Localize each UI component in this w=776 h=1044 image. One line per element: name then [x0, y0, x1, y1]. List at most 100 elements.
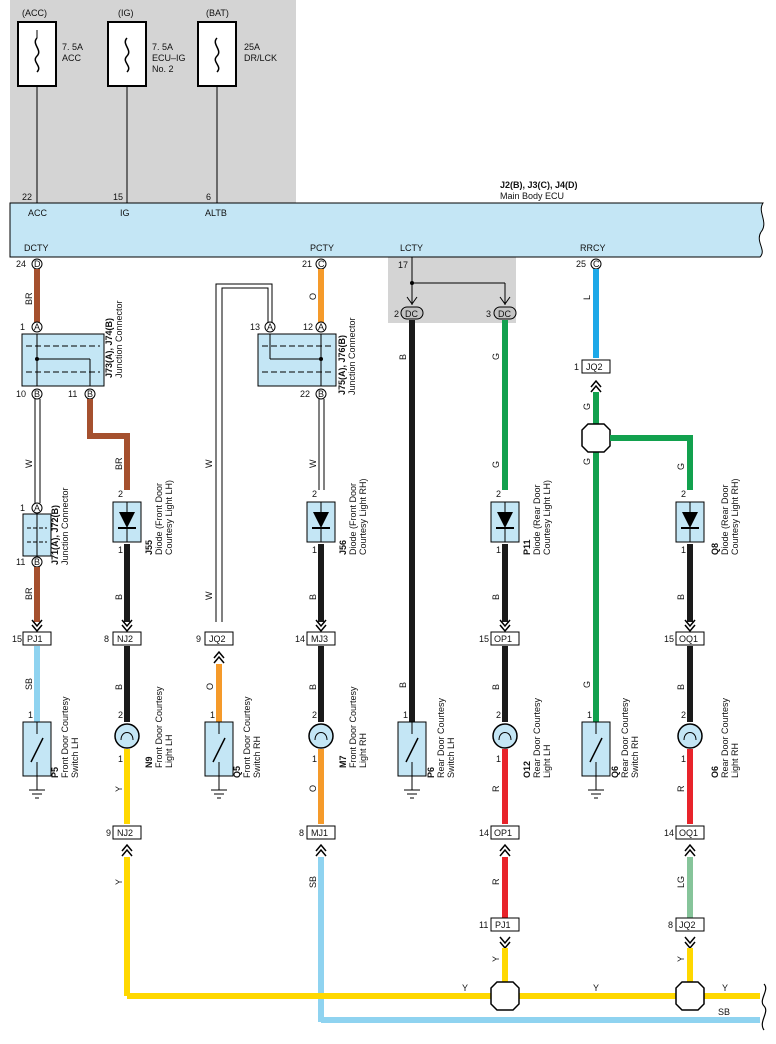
switch-code: P5 [50, 767, 60, 778]
pin-number: 25 [576, 259, 586, 269]
diode-name: Diode (Front Door [348, 483, 358, 555]
diode-name-2: Courtesy Light RH) [358, 478, 368, 555]
junction-code: J71(A), J72(B) [50, 505, 60, 565]
wire-color: R [676, 785, 686, 792]
pin-number: 2 [681, 489, 686, 499]
fuse-rating: 25A [244, 42, 260, 52]
pin-number: 9 [106, 828, 111, 838]
ecu-pin: 22 [22, 192, 32, 202]
switch-name: Front Door Courtesy [60, 696, 70, 778]
connector-name: PJ1 [27, 634, 43, 644]
pin-conn: A [34, 503, 40, 513]
wire-color: LG [676, 876, 686, 888]
pin-number: 1 [312, 754, 317, 764]
switch-name-2: Switch LH [70, 737, 80, 778]
wire-color: Y [676, 956, 686, 962]
wire-color: Y [114, 786, 124, 792]
ecu-terminal: ALTB [205, 208, 227, 218]
light-name-2: Light RH [358, 733, 368, 768]
connector-name: OQ1 [679, 828, 698, 838]
pin-number: 13 [250, 322, 260, 332]
light-code: O6 [710, 766, 720, 778]
light-name-2: Light RH [730, 743, 740, 778]
fuse-source: (IG) [118, 8, 134, 18]
wire-color: R [491, 878, 501, 885]
pin-number: 1 [312, 545, 317, 555]
switch-p5: 1 P5 Front Door Courtesy Switch LH [22, 696, 80, 799]
main-body-ecu: J2(B), J3(C), J4(D) Main Body ECU ACC IG… [9, 180, 765, 258]
connector-name: MJ3 [311, 634, 328, 644]
ecu-code: J2(B), J3(C), J4(D) [500, 180, 578, 190]
pin-number: 1 [574, 362, 579, 372]
fuse-name: ACC [62, 53, 82, 63]
column-rrcy: 25 C L 1 JQ2 G G G G 2 Q8 Diode (Rear Do… [574, 258, 740, 722]
connector-name: NJ2 [117, 634, 133, 644]
wire-color: B [114, 684, 124, 690]
switch-q5: 1 Q5 Front Door Courtesy Switch RH [204, 696, 262, 799]
fuse-rating: 7. 5A [62, 42, 83, 52]
fuse-acc: (ACC) 7. 5A ACC 22 [17, 8, 83, 203]
pin-number: 2 [312, 489, 317, 499]
connector-box [490, 917, 520, 932]
column-q5-wire: W W [204, 283, 273, 622]
splice-point [675, 981, 705, 1011]
column-pcty: 21 C O 13 A 12 A J75(A), J76(B) Junction… [250, 258, 368, 622]
wire-color: B [398, 354, 408, 360]
diode-name: Diode (Front Door [154, 483, 164, 555]
wire-color: Y [593, 983, 599, 993]
fuse-block-area [10, 0, 296, 203]
pin-number: 15 [479, 634, 489, 644]
pin-number: 15 [664, 634, 674, 644]
diode-name-2: Courtesy Light LH) [164, 480, 174, 555]
pin-number: 21 [302, 259, 312, 269]
junction-code: J73(A), J74(B) [104, 318, 114, 378]
pin-number: 1 [28, 710, 33, 720]
wire-color: Y [722, 983, 728, 993]
pin-number: 1 [681, 545, 686, 555]
ecu-terminal: LCTY [400, 243, 423, 253]
continuation-mark [761, 983, 767, 1031]
junction-name: Junction Connector [60, 487, 70, 565]
pin-number: 1 [20, 322, 25, 332]
fuse-name: ECU–IG [152, 53, 186, 63]
ecu-terminal: IG [120, 208, 130, 218]
wire-color: O [205, 683, 215, 690]
wire-color: SB [24, 678, 34, 690]
switch-name: Rear Door Courtesy [436, 697, 446, 778]
pin-conn: C [318, 259, 325, 269]
wire-color: G [491, 353, 501, 360]
pin-number: 1 [118, 754, 123, 764]
wire-color: B [491, 684, 501, 690]
diode-code: P11 [522, 539, 532, 555]
pin-number: 2 [496, 710, 501, 720]
pin-conn: A [267, 322, 273, 332]
pin-number: 2 [312, 710, 317, 720]
light-o12: 2 1 O12 Rear Door Courtesy Light LH [492, 697, 552, 778]
ecu-pin: 6 [206, 192, 211, 202]
pin-number: 1 [118, 545, 123, 555]
pin-number: 24 [16, 259, 26, 269]
wire-color: B [676, 594, 686, 600]
wire-color: O [308, 293, 318, 300]
pin-number: 1 [403, 710, 408, 720]
switch-name-2: Switch LH [446, 737, 456, 778]
pin-number: 12 [303, 322, 313, 332]
ecu-terminal: PCTY [310, 243, 334, 253]
switch-code: Q6 [610, 766, 620, 778]
diode-code: Q8 [710, 543, 720, 555]
wire-color: G [491, 461, 501, 468]
connector-name: PJ1 [495, 920, 511, 930]
pin-conn: C [593, 259, 600, 269]
connector-name: OP1 [494, 828, 512, 838]
wire-color: W [204, 459, 214, 468]
pin-conn: B [34, 557, 40, 567]
connector-name: OQ1 [679, 634, 698, 644]
wire-color: B [398, 682, 408, 688]
diode-name-2: Courtesy Light RH) [730, 478, 740, 555]
pin-number: 1 [681, 754, 686, 764]
fuse-name: DR/LCK [244, 53, 277, 63]
wire-color: W [204, 591, 214, 600]
pin-number: 9 [196, 634, 201, 644]
light-name: Rear Door Courtesy [532, 697, 542, 778]
wire-color: G [582, 403, 592, 410]
